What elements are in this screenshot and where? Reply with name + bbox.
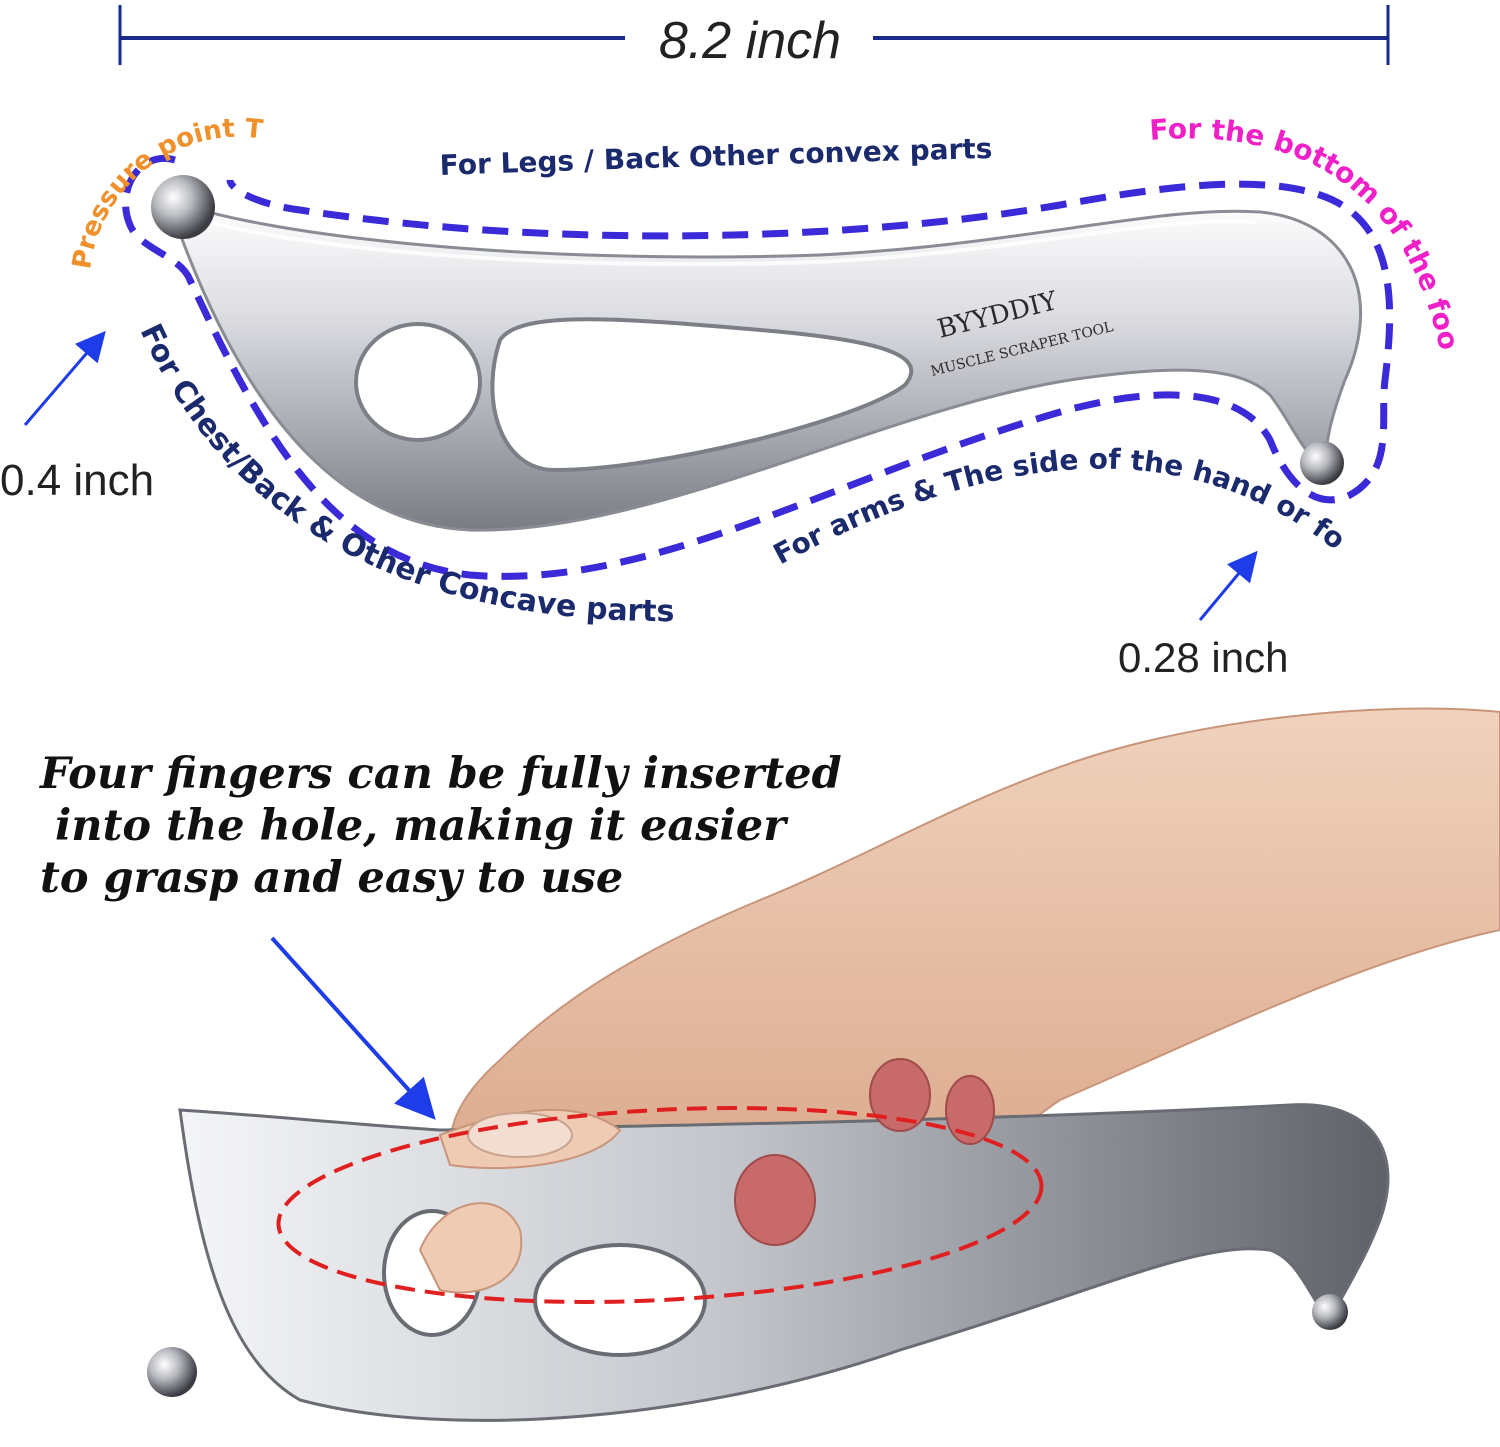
fingernail	[467, 1112, 573, 1158]
grip-highlight-ellipse	[276, 1106, 1044, 1304]
length-label: 8.2 inch	[659, 12, 841, 70]
ball-tip-large	[151, 175, 215, 239]
caption-line: to grasp and easy to use	[40, 853, 624, 903]
finger-hole-long	[490, 317, 914, 473]
fingernail	[869, 1058, 931, 1132]
fingernail	[734, 1154, 816, 1246]
grip-caption: Four fingers can be fully inserted into …	[40, 748, 860, 904]
ball-tip-large-bottom	[147, 1347, 197, 1397]
scraper-tool-top: BYYDDIY MUSCLE SCRAPER TOOL	[151, 175, 1362, 532]
dashed-outline	[122, 155, 1394, 580]
scraper-tool-bottom	[178, 1103, 1390, 1422]
arrow-finger-hole	[270, 936, 436, 1120]
finger-hole-round	[354, 322, 482, 442]
arrow-large-ball	[23, 330, 106, 426]
arrow-small-ball	[1198, 550, 1258, 621]
ball-tip-small	[1300, 441, 1344, 485]
caption-line: Four fingers can be fully inserted	[40, 749, 842, 799]
label-convex: For Legs / Back Other convex parts	[439, 132, 993, 182]
label-small-ball: 0.28 inch	[1118, 634, 1288, 681]
label-large-ball: 0.4 inch	[0, 456, 154, 505]
ball-tip-small-bottom	[1312, 1294, 1348, 1330]
caption-line: into the hole, making it easier	[40, 801, 786, 851]
fingernail	[945, 1075, 995, 1145]
length-dimension: 8.2 inch	[118, 5, 1390, 70]
hand-photo	[147, 707, 1500, 1422]
